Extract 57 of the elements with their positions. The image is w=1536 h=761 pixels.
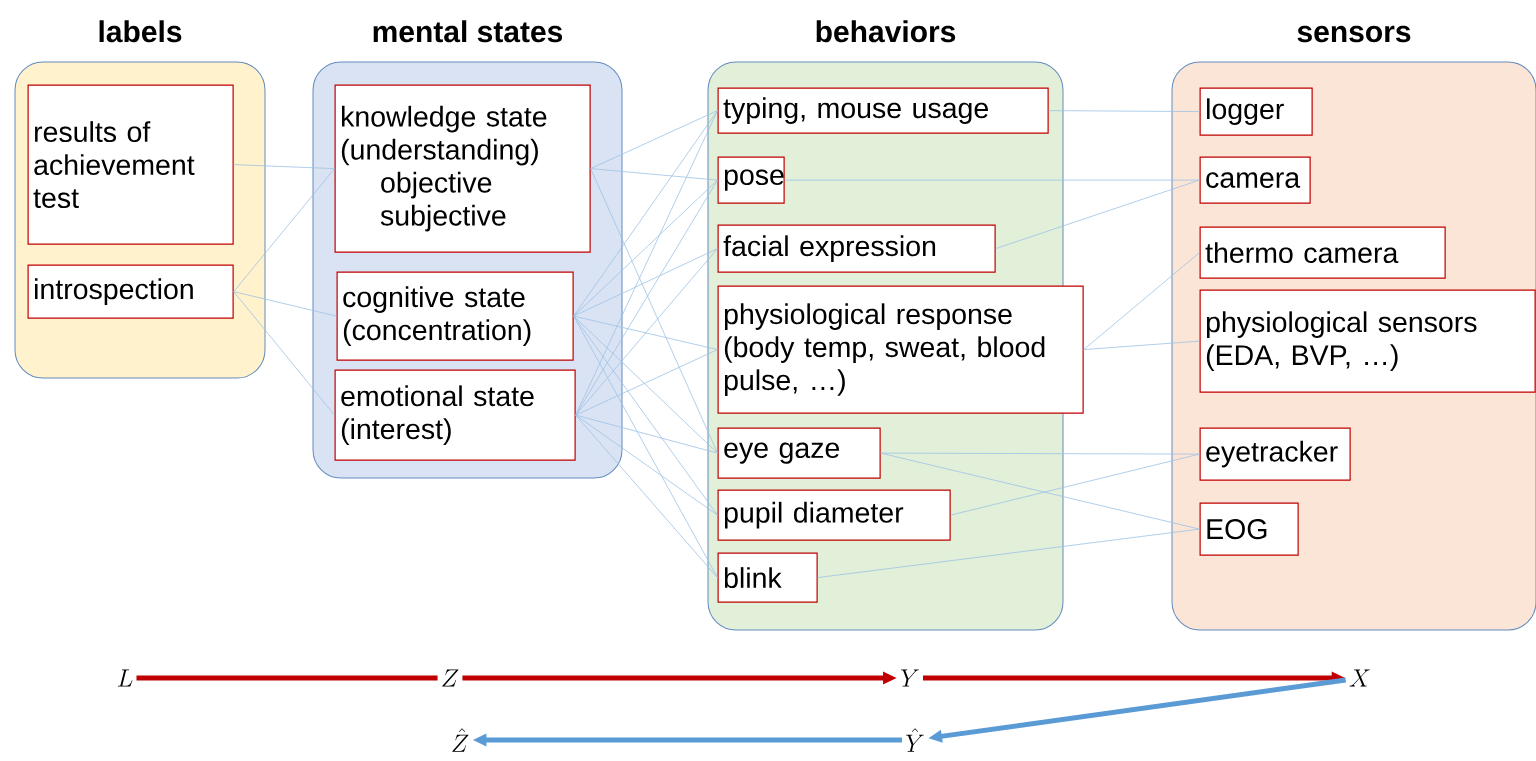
connector-line [1083,340,1200,350]
connector-line [573,315,718,578]
connector-line [233,168,335,292]
connector-line [575,414,718,454]
connector-line [817,528,1200,578]
variable-symbol: $\hat{Y}$ [906,728,924,752]
text-box: facial expression [717,224,996,273]
connector-line [880,452,1200,530]
text-box: physiological response (body temp, sweat, blood pulse, …) [717,285,1084,414]
connector-line [590,168,718,181]
text-box: blink [717,552,818,603]
text-box: knowledge state (understanding) objective subjective [334,84,591,253]
variable-symbol: $X$ [1349,669,1370,687]
connector-line [590,110,718,169]
text-box: physiological sensors (EDA, BVP, …) [1199,289,1536,393]
connector-line [233,291,337,317]
text-box: EOG [1199,502,1299,556]
connector-line [575,414,718,516]
text-box: thermo camera [1199,226,1446,279]
column-heading: labels [99,20,182,43]
connector-line [573,315,718,516]
connector-line [880,452,1200,455]
variable-symbol: $Z$ [442,669,459,687]
text-box: eyetracker [1199,427,1351,481]
connector-line [136,675,438,681]
text-box: results of achievement test [27,84,234,245]
text-box: pupil diameter [717,489,951,541]
variable-symbol: $\hat{Z}$ [452,728,469,752]
connector-line [573,248,718,317]
connector-line [784,179,1200,181]
column-heading: mental states [373,20,563,43]
connector-line [950,453,1200,516]
connector-line [233,291,335,416]
connector-line [1083,252,1200,350]
text-box: camera [1199,156,1311,204]
text-box: logger [1199,87,1313,136]
connector-line [573,315,718,454]
connector-line [575,179,718,416]
connector-line [995,179,1200,249]
connector-line [573,179,718,317]
connector-line [575,248,718,416]
text-box: emotional state (interest) [334,369,576,461]
column-heading: behaviors [816,20,956,43]
variable-symbol: $Y$ [901,669,919,687]
connector-line [573,315,718,350]
connector-line [233,164,335,169]
text-box: pose [717,156,785,204]
variable-symbol: $L$ [117,669,133,687]
connector-line [575,349,718,416]
text-box: typing, mouse usage [717,87,1049,134]
column-heading: sensors [1297,25,1411,43]
connector-line [1048,110,1200,112]
connector-line [575,414,718,578]
text-box: introspection [27,264,234,319]
connector-line [590,168,718,454]
text-box: cognitive state (concentration) [336,271,574,361]
text-box: eye gaze [717,427,881,479]
